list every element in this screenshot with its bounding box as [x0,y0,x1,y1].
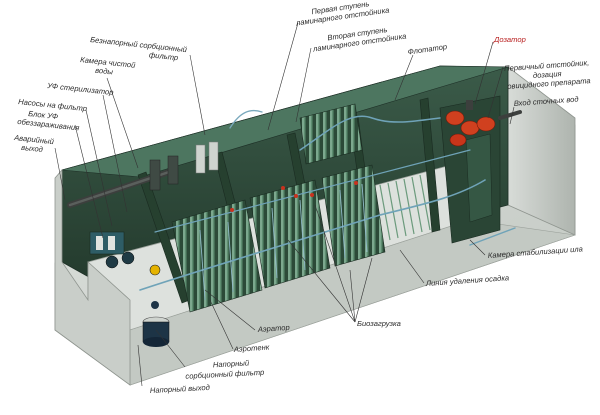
uv-unit [89,231,125,255]
bio-media-blocks [171,103,386,313]
label-pressure-filter: Напорный сорбционный фильтр [185,358,265,381]
label-primary-settler-line-2: дозация [533,69,562,80]
pump-icon [105,251,161,276]
label-pressureless-filter-line-1: Безнапорный сорбционный [90,35,188,54]
pressure-filter-vessel [142,301,170,347]
label-pressure-filter-line-1: Напорный [213,358,250,369]
label-emergency-outlet-line-1: Аварийный [13,133,55,146]
label-emergency-outlet: Аварийный выход [12,133,57,155]
air-risers [199,183,368,301]
label-bio-load-line-1: Биозагрузка [357,319,401,328]
label-bio-load: Биозагрузка [357,319,401,328]
label-uv-unit: Блок УФ обеззараживания [17,108,81,132]
settler-lamellae [379,174,431,241]
container-top-rim [61,65,509,178]
label-first-stage: Первая ступень ламинарного отстойника [293,0,390,28]
label-dosing-unit-line-1: Дозатор [493,35,526,44]
leader-lines [54,22,515,387]
label-emergency-outlet-line-2: выход [21,143,44,154]
label-uv-sterilizer: УФ стерилизатор [46,81,114,97]
label-pressureless-filter-line-2: фильтр [149,50,179,62]
label-aerotank-line-1: Аэротенк [233,343,271,355]
label-uv-unit-line-1: Блок УФ [28,109,59,121]
label-pressure-outlet-line-1: Напорный выход [150,383,210,395]
valve-icon [230,181,358,212]
label-uv-sterilizer-line-1: УФ стерилизатор [46,81,114,97]
label-pressure-filter-line-2: сорбционный фильтр [185,368,264,381]
label-dosing-unit: Дозатор [493,35,526,44]
filter-columns [149,141,219,191]
label-aerator-line-1: Аэратор [257,323,290,334]
label-uv-unit-line-2: обеззараживания [17,117,80,132]
label-flotator: Флотатор [407,42,447,56]
container-end-wall [507,66,576,236]
label-second-stage: Вторая ступень ламинарного отстойника [310,23,407,54]
dosing-tank-icon [445,100,496,147]
label-pressure-outlet: Напорный выход [150,383,210,395]
container-left-wall [54,168,131,386]
label-clean-water-chamber-line-2: воды [95,66,114,77]
label-clean-water-chamber: Камера чистой воды [79,55,138,79]
label-flotator-line-1: Флотатор [407,42,447,56]
label-aerotank: Аэротенк [233,343,271,355]
label-aerator: Аэратор [257,323,290,334]
